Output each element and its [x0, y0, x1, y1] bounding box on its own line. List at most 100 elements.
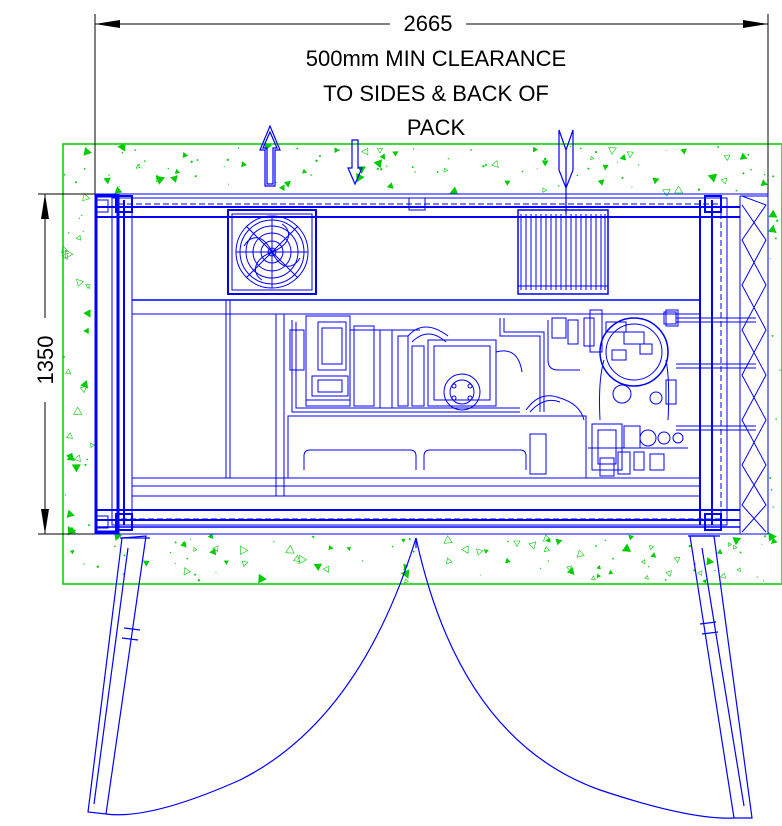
concrete-speckle — [75, 234, 81, 241]
concrete-speckle — [361, 147, 369, 156]
concrete-speckle — [328, 544, 334, 551]
concrete-speckle — [727, 542, 733, 547]
concrete-speckle — [174, 168, 181, 174]
concrete-speckle — [723, 154, 731, 162]
concrete-speckle — [226, 158, 229, 162]
concrete-speckle — [772, 175, 775, 178]
concrete-speckle — [569, 146, 571, 148]
concrete-speckle — [411, 166, 414, 169]
concrete-speckle — [69, 549, 75, 555]
concrete-speckle — [543, 546, 550, 552]
concrete-speckle — [476, 548, 484, 556]
concrete-speckle — [209, 547, 217, 556]
concrete-speckle — [404, 578, 409, 584]
concrete-speckle — [392, 151, 399, 157]
concrete-speckle — [769, 476, 772, 479]
concrete-speckle — [779, 369, 781, 371]
concrete-speckle — [763, 580, 765, 582]
concrete-speckle — [484, 163, 488, 166]
concrete-speckle — [123, 554, 126, 557]
concrete-speckle — [302, 168, 308, 174]
concrete-speckle — [649, 544, 655, 551]
concrete-speckle — [775, 237, 777, 240]
left-door — [87, 535, 417, 816]
concrete-speckle — [482, 165, 485, 168]
concrete-speckle — [608, 146, 617, 155]
concrete-speckle — [702, 579, 707, 584]
concrete-speckle — [88, 287, 91, 289]
concrete-speckle — [83, 147, 92, 156]
concrete-speckle — [750, 168, 752, 171]
concrete-speckle — [732, 544, 738, 550]
concrete-speckle — [138, 163, 140, 166]
clearance-note-line-3: PACK — [407, 115, 466, 140]
concrete-speckle — [322, 565, 330, 573]
concrete-speckle — [90, 442, 96, 449]
concrete-speckle — [61, 245, 69, 254]
concrete-speckle — [373, 159, 383, 169]
concrete-speckle — [706, 557, 715, 566]
concrete-speckle — [648, 566, 650, 568]
concrete-speckle — [83, 309, 91, 318]
concrete-speckle — [576, 549, 585, 558]
concrete-speckle — [770, 537, 778, 545]
concrete-speckle — [604, 539, 607, 542]
airflow-arrows — [259, 124, 574, 214]
air-in-arrow-icon — [558, 129, 574, 190]
plant-pack — [94, 193, 769, 535]
concrete-speckle — [673, 556, 681, 564]
concrete-speckle — [532, 146, 538, 153]
concrete-speckle — [310, 174, 312, 176]
concrete-speckle — [504, 180, 511, 186]
concrete-speckle — [241, 560, 249, 568]
concrete-speckle — [114, 186, 123, 194]
concrete-speckle — [313, 563, 322, 572]
concrete-speckle — [770, 488, 773, 491]
concrete-speckle — [155, 175, 166, 185]
concrete-speckle — [412, 148, 415, 150]
concrete-speckle — [594, 151, 598, 154]
concrete-speckle — [135, 164, 141, 169]
concrete-speckle — [380, 168, 383, 171]
concrete-speckle — [122, 573, 125, 575]
concrete-speckle — [662, 188, 671, 197]
concrete-speckle — [664, 579, 667, 581]
concrete-speckle — [75, 181, 77, 184]
concrete-speckle — [763, 173, 766, 176]
concrete-speckle — [194, 175, 197, 178]
concrete-speckle — [771, 334, 774, 337]
concrete-speckle — [73, 406, 83, 415]
concrete-speckle — [412, 550, 415, 553]
concrete-speckle — [197, 579, 201, 582]
width-dimension: 2665 — [94, 11, 769, 214]
concrete-speckle — [114, 545, 116, 548]
concrete-speckle — [376, 148, 384, 154]
pipework — [291, 317, 585, 421]
concrete-speckle — [83, 563, 85, 565]
concrete-speckle — [63, 173, 66, 176]
concrete-speckle — [84, 463, 87, 466]
concrete-speckle — [576, 174, 579, 177]
concrete-speckle — [547, 560, 549, 562]
concrete-speckle — [386, 165, 388, 167]
concrete-speckle — [674, 185, 684, 194]
concrete-speckle — [121, 151, 124, 154]
concrete-speckle — [626, 151, 635, 159]
concrete-speckle — [504, 557, 511, 564]
concrete-speckle — [82, 230, 84, 233]
concrete-speckle — [587, 167, 590, 170]
air-out-arrow-icon — [259, 124, 281, 187]
concrete-speckle — [555, 538, 563, 546]
pipe-connections — [665, 309, 756, 431]
concrete-speckle — [631, 186, 633, 188]
concrete-speckle — [608, 569, 614, 575]
concrete-speckle — [688, 545, 691, 547]
concrete-speckle — [739, 152, 748, 160]
concrete-speckle — [96, 565, 99, 568]
concrete-speckle — [65, 368, 72, 375]
concrete-speckle — [275, 181, 277, 184]
concrete-speckle — [449, 186, 459, 195]
concrete-speckle — [644, 575, 649, 580]
concrete-speckle — [78, 217, 81, 219]
